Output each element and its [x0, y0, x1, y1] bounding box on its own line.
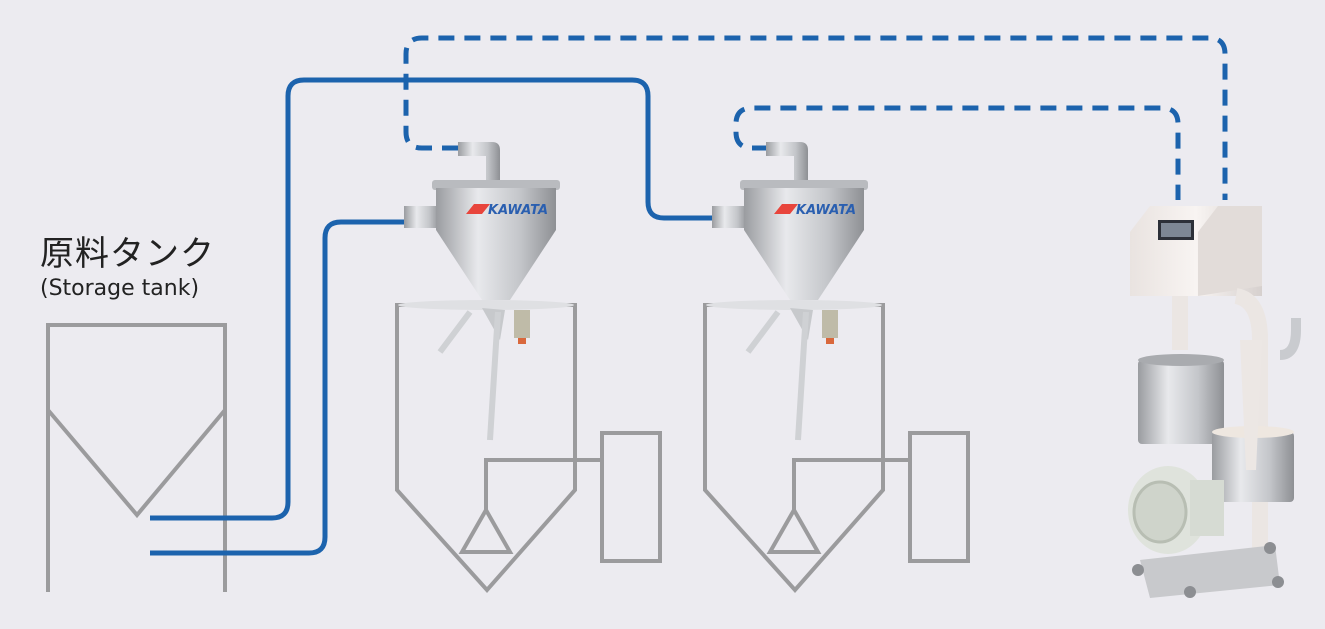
kawata-logo-mark [774, 204, 798, 214]
receiving-bin-1 [395, 303, 662, 594]
receiving-bin-2 [703, 303, 970, 594]
vacuum-control-unit [1128, 206, 1301, 598]
storage-tank-label-jp: 原料タンク [40, 234, 215, 274]
vacuum-line-2 [733, 105, 1181, 200]
kawata-logo-text: KAWATA [488, 203, 548, 218]
hopper-loader-2: KAWATA [706, 142, 882, 441]
kawata-logo-text: KAWATA [796, 203, 856, 218]
storage-tank-label-en: (Storage tank) [40, 276, 200, 301]
hopper-loader-1: KAWATA [398, 142, 574, 441]
vacuum-line-1 [403, 35, 1228, 200]
material-pipe-2 [150, 219, 405, 556]
kawata-logo-mark [466, 204, 490, 214]
material-pipe-1 [150, 77, 712, 521]
storage-tank [46, 323, 227, 592]
